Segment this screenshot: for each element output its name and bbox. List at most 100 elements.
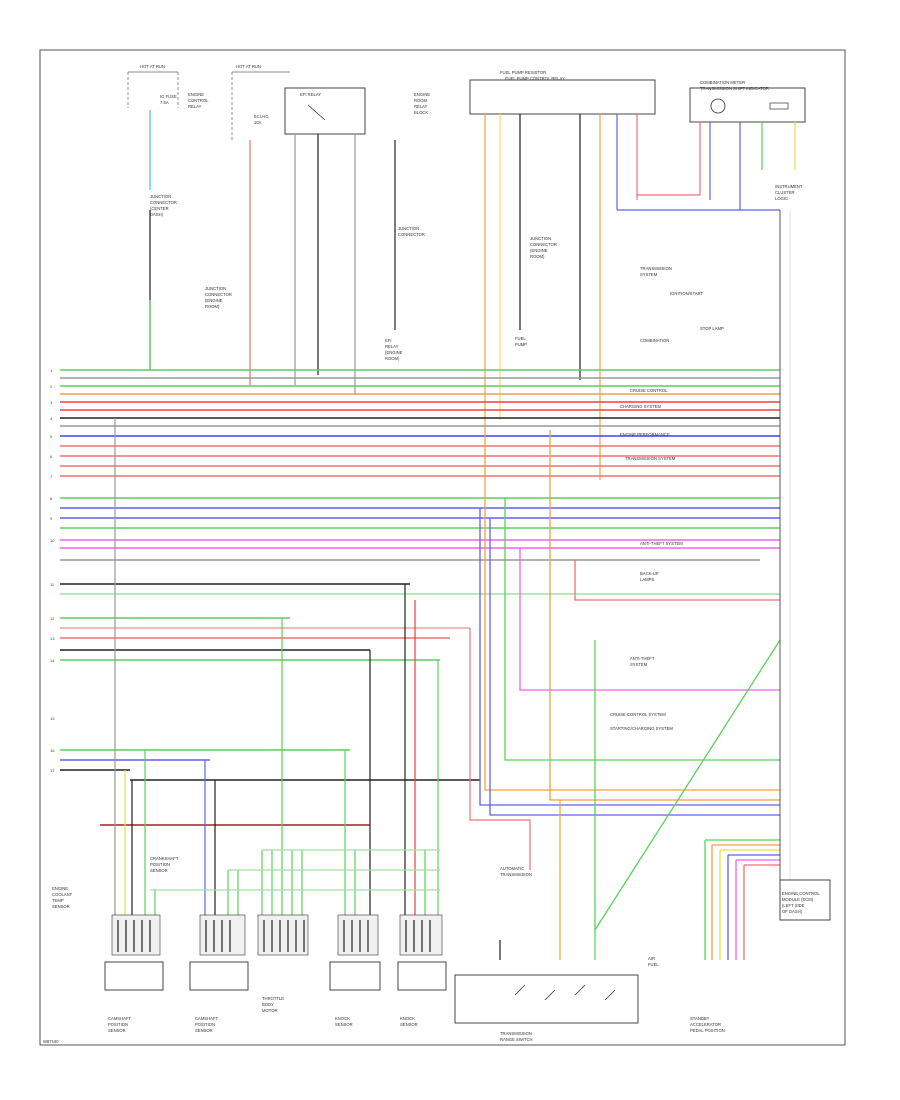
svg-text:16: 16	[50, 748, 55, 753]
svg-text:TRANSMISSION SHIFT INDICATOR: TRANSMISSION SHIFT INDICATOR	[700, 86, 769, 91]
svg-text:STARTING/CHARGING SYSTEM: STARTING/CHARGING SYSTEM	[610, 726, 673, 731]
ecm-pin-column: ENGINE CONTROL MODULE (ECM) (LEFT SIDE O…	[779, 210, 831, 921]
top-components: HOT AT RUN ENGINE CONTROL RELAY IG FUSE …	[127, 64, 806, 361]
svg-text:OF DASH): OF DASH)	[782, 909, 803, 914]
svg-text:JUNCTION: JUNCTION	[398, 226, 419, 231]
svg-text:LAMPS: LAMPS	[640, 577, 654, 582]
svg-text:CLUSTER: CLUSTER	[775, 190, 795, 195]
svg-text:CHARGING SYSTEM: CHARGING SYSTEM	[620, 404, 661, 409]
svg-text:COMBINATION METER: COMBINATION METER	[700, 80, 745, 85]
svg-text:CONNECTOR: CONNECTOR	[150, 200, 177, 205]
svg-text:9: 9	[50, 516, 53, 521]
svg-text:(LEFT SIDE: (LEFT SIDE	[782, 903, 805, 908]
svg-text:INSTRUMENT: INSTRUMENT	[775, 184, 803, 189]
svg-text:ROOM): ROOM)	[530, 254, 545, 259]
svg-text:POSITION: POSITION	[195, 1022, 215, 1027]
svg-text:TRANSMISSION: TRANSMISSION	[640, 266, 672, 271]
svg-text:14: 14	[50, 658, 55, 663]
svg-text:CONNECTOR: CONNECTOR	[398, 232, 425, 237]
svg-text:(ENGINE: (ENGINE	[205, 298, 223, 303]
svg-text:17: 17	[50, 768, 55, 773]
svg-text:CONTROL: CONTROL	[188, 98, 209, 103]
svg-text:KNOCK: KNOCK	[400, 1016, 415, 1021]
svg-text:ROOM): ROOM)	[385, 356, 400, 361]
svg-text:TRANSMISSION: TRANSMISSION	[500, 872, 532, 877]
svg-text:HOT AT RUN: HOT AT RUN	[236, 64, 261, 69]
svg-text:CRUISE CONTROL: CRUISE CONTROL	[630, 388, 668, 393]
svg-text:TRANSMISSION: TRANSMISSION	[500, 1031, 532, 1036]
svg-text:SENSOR: SENSOR	[195, 1028, 213, 1033]
svg-text:7.5A: 7.5A	[160, 100, 169, 105]
svg-text:15: 15	[50, 716, 55, 721]
svg-text:CRUISE CONTROL SYSTEM: CRUISE CONTROL SYSTEM	[610, 712, 666, 717]
svg-text:ENGINE: ENGINE	[52, 886, 68, 891]
svg-text:POSITION: POSITION	[150, 862, 170, 867]
svg-text:6: 6	[50, 454, 53, 459]
svg-text:2: 2	[50, 384, 53, 389]
svg-text:SYSTEM: SYSTEM	[630, 662, 648, 667]
svg-text:ANTI-THEFT SYSTEM: ANTI-THEFT SYSTEM	[640, 541, 683, 546]
svg-text:MODULE (ECM): MODULE (ECM)	[782, 897, 814, 902]
svg-text:SENSOR: SENSOR	[335, 1022, 353, 1027]
svg-text:ENGINE CONTROL: ENGINE CONTROL	[782, 891, 820, 896]
svg-text:SENSOR: SENSOR	[108, 1028, 126, 1033]
svg-text:1: 1	[50, 368, 53, 373]
svg-text:FUEL PUMP CONTROL RELAY: FUEL PUMP CONTROL RELAY	[505, 76, 565, 81]
svg-text:SENSOR: SENSOR	[52, 904, 70, 909]
svg-text:ENGINE: ENGINE	[188, 92, 204, 97]
svg-text:7: 7	[50, 474, 53, 479]
svg-text:CONNECTOR: CONNECTOR	[530, 242, 557, 247]
bottom-components: CAMSHAFT POSITION SENSOR CAMSHAFT POSITI…	[52, 418, 725, 1042]
svg-text:8: 8	[50, 496, 53, 501]
svg-text:ANTI-THEFT: ANTI-THEFT	[630, 656, 655, 661]
svg-text:BACK-UP: BACK-UP	[640, 571, 659, 576]
svg-text:BODY: BODY	[262, 1002, 274, 1007]
svg-text:LOGIC: LOGIC	[775, 196, 788, 201]
svg-text:TRANSMISSION SYSTEM: TRANSMISSION SYSTEM	[625, 456, 676, 461]
svg-text:ROOM): ROOM)	[205, 304, 220, 309]
svg-text:IG FUSE: IG FUSE	[160, 94, 177, 99]
svg-text:(ENGINE: (ENGINE	[530, 248, 548, 253]
svg-text:CAMSHAFT: CAMSHAFT	[195, 1016, 218, 1021]
svg-text:13: 13	[50, 636, 55, 641]
svg-text:COOLANT: COOLANT	[52, 892, 73, 897]
svg-text:(CENTER: (CENTER	[150, 206, 169, 211]
svg-text:5: 5	[50, 434, 53, 439]
footer-code: W87160	[43, 1039, 59, 1044]
svg-text:FUEL: FUEL	[648, 962, 659, 967]
svg-text:ACCELERATOR: ACCELERATOR	[690, 1022, 721, 1027]
svg-text:IGNITION/START: IGNITION/START	[670, 291, 704, 296]
svg-text:HOT AT RUN: HOT AT RUN	[140, 64, 165, 69]
svg-text:PUMP: PUMP	[515, 342, 527, 347]
svg-text:(ENGINE: (ENGINE	[385, 350, 403, 355]
svg-text:RANGE SWITCH: RANGE SWITCH	[500, 1037, 533, 1042]
harness-bus	[60, 369, 780, 826]
svg-text:MOTOR: MOTOR	[262, 1008, 278, 1013]
svg-text:AUTOMATIC: AUTOMATIC	[500, 866, 524, 871]
svg-text:SYSTEM: SYSTEM	[640, 272, 658, 277]
svg-text:FUEL: FUEL	[515, 336, 526, 341]
svg-text:RELAY: RELAY	[188, 104, 202, 109]
svg-text:10A: 10A	[254, 120, 262, 125]
svg-text:ROOM: ROOM	[414, 98, 428, 103]
right-callouts: TRANSMISSION SYSTEM IGNITION/START STOP …	[610, 266, 724, 731]
svg-text:CRANKSHAFT: CRANKSHAFT	[150, 856, 179, 861]
svg-text:KNOCK: KNOCK	[335, 1016, 350, 1021]
svg-text:ECU-IG: ECU-IG	[254, 114, 269, 119]
svg-text:10: 10	[50, 538, 55, 543]
svg-text:POSITION: POSITION	[108, 1022, 128, 1027]
left-pin-numbers: 1 2 3 4 5 6 7 8 9 10 11 12 13 14 15 16 1…	[50, 368, 55, 773]
svg-text:RELAY: RELAY	[385, 344, 399, 349]
svg-text:JUNCTION: JUNCTION	[150, 194, 171, 199]
svg-text:FUEL PUMP RESISTOR: FUEL PUMP RESISTOR	[500, 70, 546, 75]
svg-text:12: 12	[50, 616, 55, 621]
svg-text:STANDBY: STANDBY	[690, 1016, 710, 1021]
svg-text:4: 4	[50, 416, 53, 421]
svg-text:SENSOR: SENSOR	[400, 1022, 418, 1027]
svg-text:CAMSHAFT: CAMSHAFT	[108, 1016, 131, 1021]
ecm-feeds	[479, 430, 781, 960]
svg-text:11: 11	[50, 582, 55, 587]
svg-text:SENSOR: SENSOR	[150, 868, 168, 873]
svg-text:AIR: AIR	[648, 956, 655, 961]
